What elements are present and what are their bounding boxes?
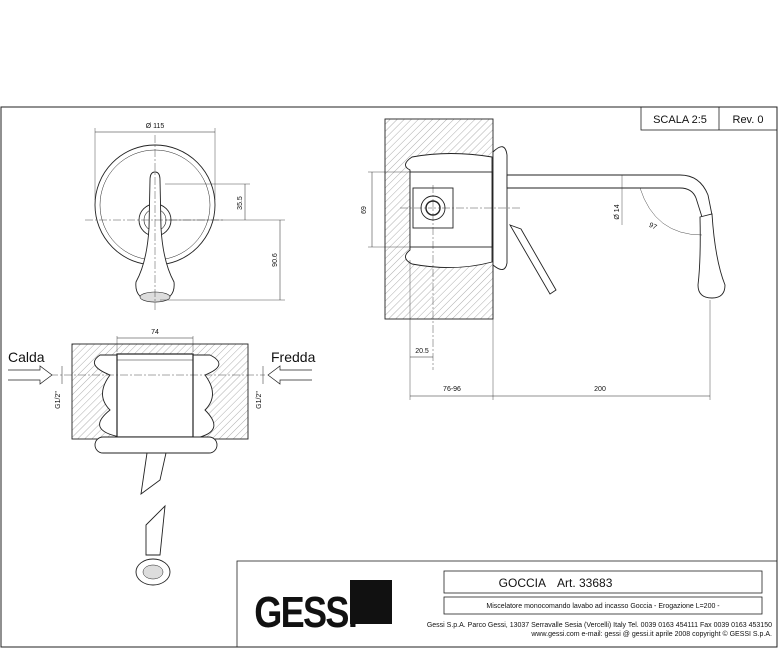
article-number: Art. 33683	[557, 576, 613, 590]
gessi-logo: GESSI	[254, 580, 392, 637]
top-view	[8, 336, 312, 586]
title-block	[236, 560, 778, 648]
dim-35-5: 35.5	[237, 196, 244, 210]
dim-diameter-14: Ø 14	[614, 204, 621, 219]
company-web: www.gessi.com e-mail: gessi @ gessi.it a…	[530, 630, 772, 638]
revision-text: Rev. 0	[733, 114, 764, 126]
dim-74: 74	[151, 329, 159, 336]
dim-diameter-115: Ø 115	[146, 123, 165, 130]
dim-20-5: 20.5	[415, 348, 429, 355]
dim-69: 69	[361, 206, 368, 214]
label-fredda: Fredda	[271, 349, 316, 365]
side-view	[368, 118, 726, 400]
gessi-logo-text: GESSI	[254, 588, 356, 637]
company-address: Gessi S.p.A. Parco Gessi, 13037 Serraval…	[427, 622, 772, 629]
thread-right: G1/2"	[256, 391, 263, 409]
dim-200: 200	[594, 386, 606, 393]
dim-97: 97	[648, 222, 658, 232]
thread-left: G1/2"	[55, 391, 62, 409]
scale-box: SCALA 2:5 Rev. 0	[640, 106, 778, 131]
scale-text: SCALA 2:5	[653, 114, 707, 126]
dim-76-96: 76-96	[443, 386, 461, 393]
label-calda: Calda	[8, 349, 45, 365]
product-description: Miscelatore monocomando lavabo ad incass…	[486, 603, 720, 610]
product-name: GOCCIA	[499, 576, 546, 590]
front-view	[85, 128, 285, 310]
dim-90-6: 90.6	[272, 253, 279, 267]
